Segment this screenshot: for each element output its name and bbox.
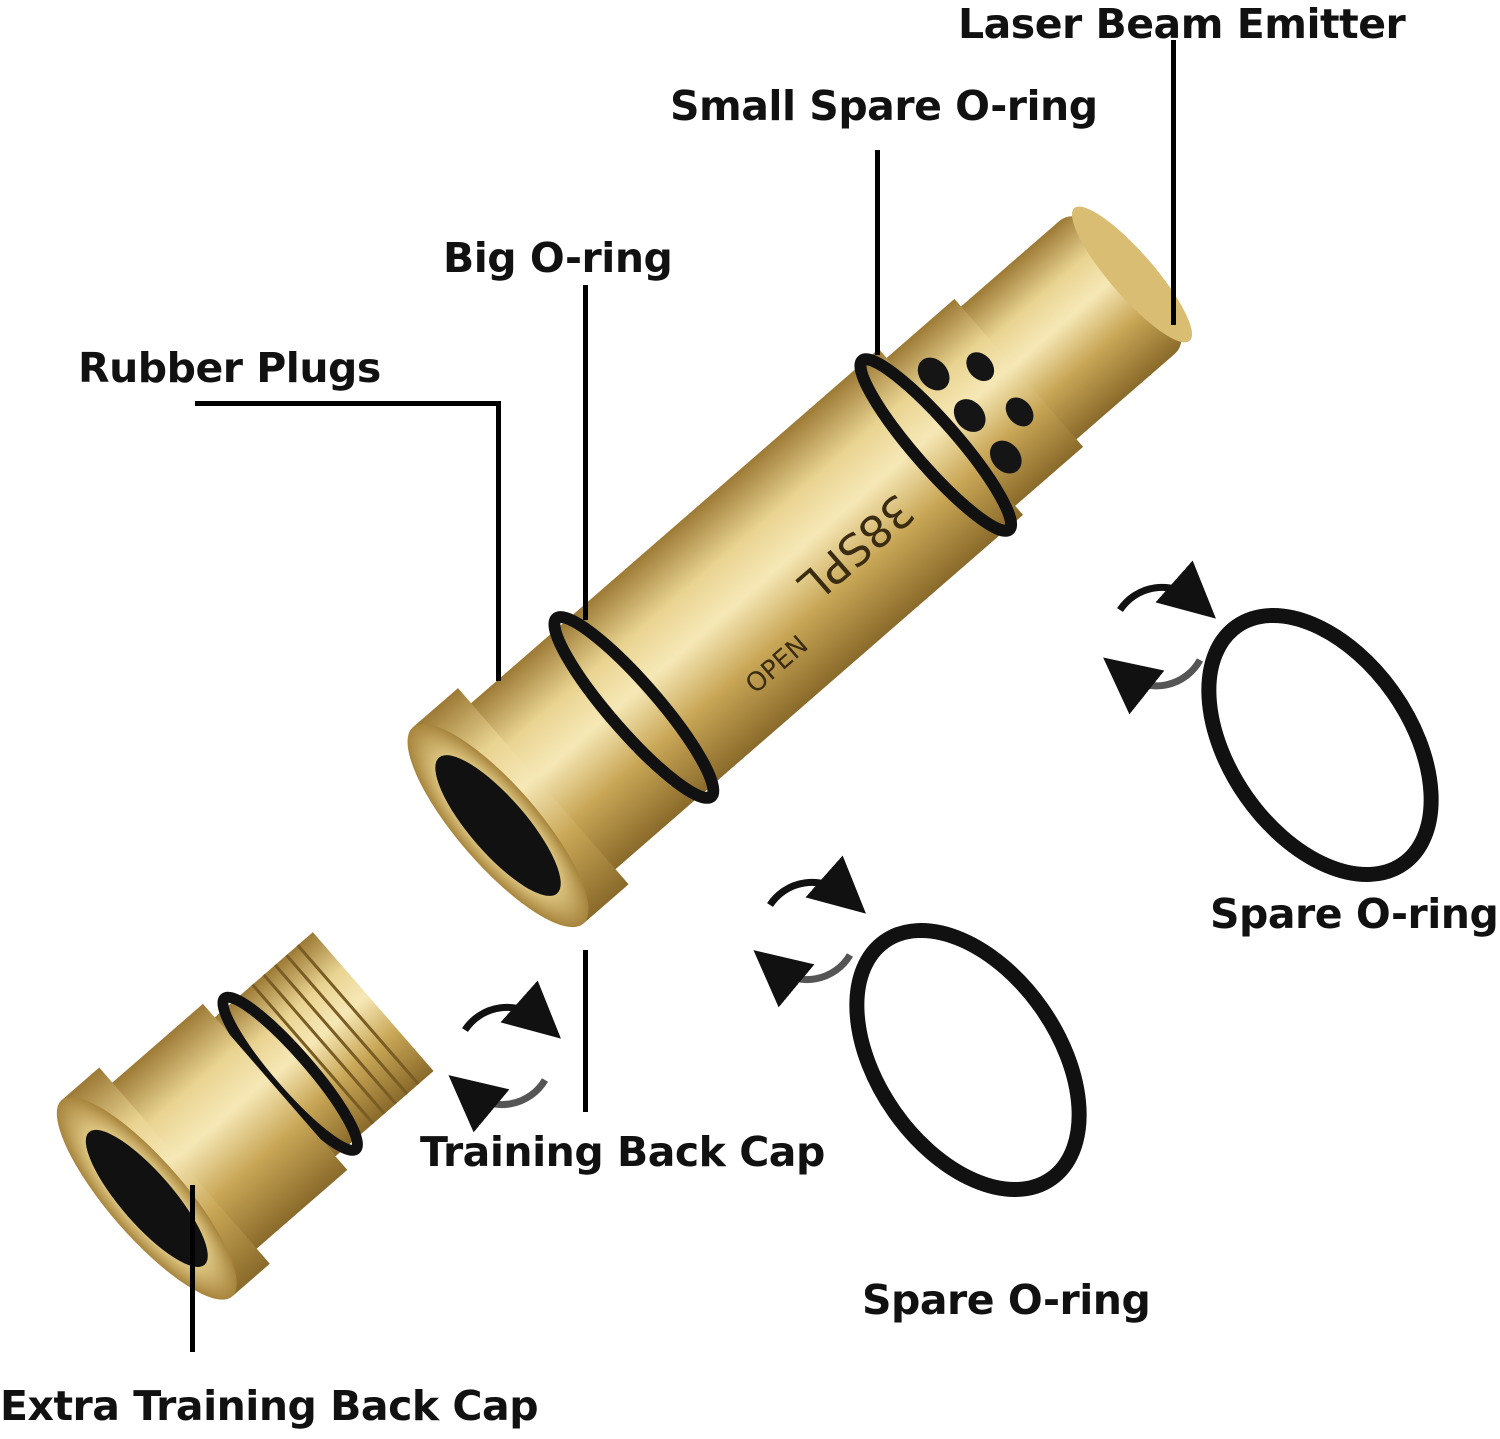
small-oring [854, 353, 1018, 537]
leader-line [195, 401, 500, 406]
label-small-spare-oring: Small Spare O-ring [670, 82, 1098, 130]
rotate-icon [448, 980, 561, 1133]
label-extra-training-back-cap: Extra Training Back Cap [0, 1382, 539, 1430]
spare-oring-right [1201, 607, 1439, 883]
label-big-oring: Big O-ring [443, 234, 673, 282]
rotate-icon [753, 855, 866, 1008]
leader-line [190, 1185, 195, 1352]
label-training-back-cap: Training Back Cap [420, 1128, 825, 1176]
leader-line [1171, 40, 1176, 325]
vent-holes [917, 352, 1034, 474]
cartridge-body [456, 348, 1024, 883]
label-spare-oring-right: Spare O-ring [1210, 890, 1499, 938]
laser-cartridge: 38SPL OPEN [407, 206, 1193, 928]
rubber-plug [435, 755, 561, 896]
label-spare-oring-bottom: Spare O-ring [862, 1276, 1151, 1324]
spare-oring-bottom [849, 922, 1087, 1198]
extra-training-back-cap [56, 932, 434, 1300]
label-laser-beam-emitter: Laser Beam Emitter [958, 0, 1406, 48]
leader-line [583, 950, 588, 1112]
big-oring [548, 611, 720, 804]
laser-beam-emitter [1071, 206, 1193, 343]
leader-line [583, 285, 588, 620]
leader-line [496, 401, 501, 681]
label-rubber-plugs: Rubber Plugs [78, 344, 381, 392]
leader-line [875, 150, 880, 355]
rotate-icon [1103, 560, 1216, 715]
